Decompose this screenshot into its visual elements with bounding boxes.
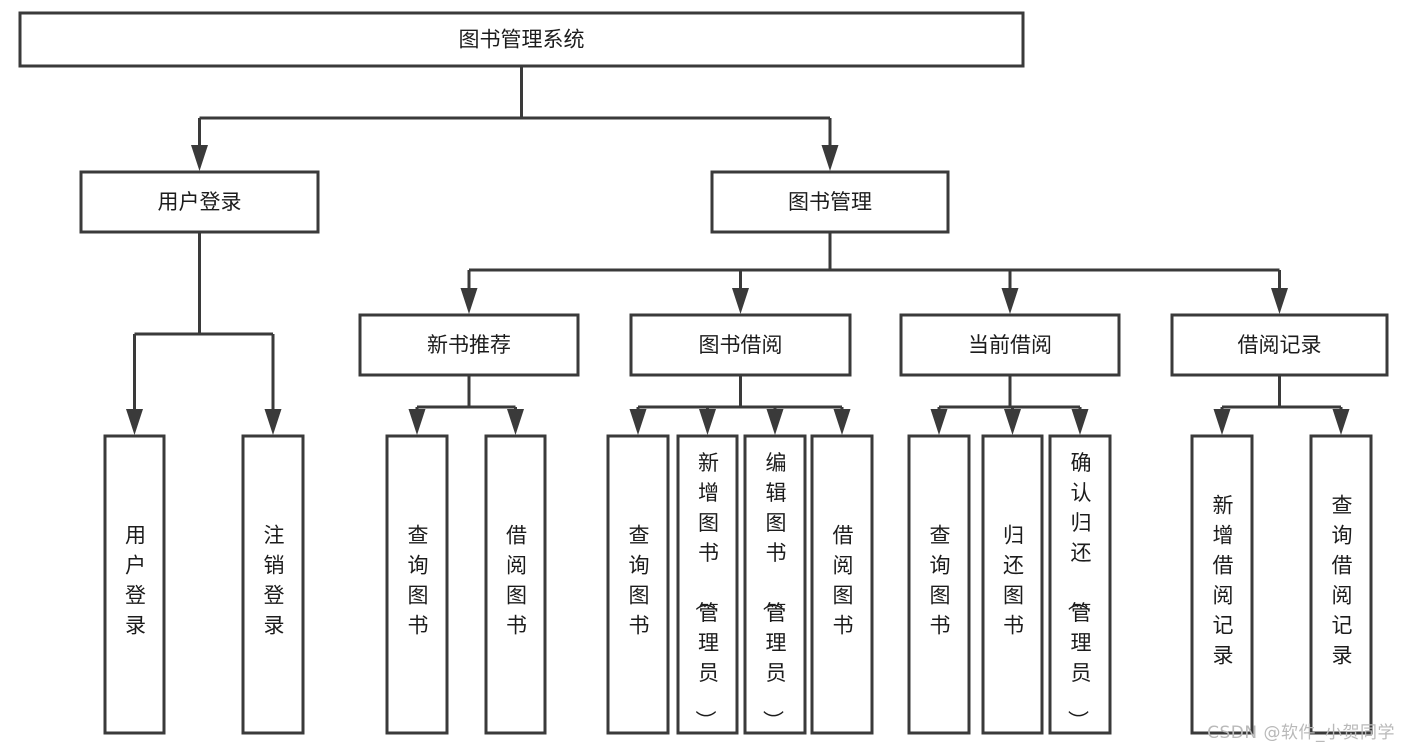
node-label: 归还图书	[1003, 524, 1024, 638]
node-label: 用户登录	[125, 524, 146, 638]
node-book-borrow[interactable]: 图书借阅	[629, 313, 852, 377]
node-leaf-user-login[interactable]: 用户登录	[103, 434, 166, 735]
arrow-head-icon	[833, 409, 851, 435]
node-box[interactable]	[1190, 434, 1254, 735]
node-box[interactable]	[385, 434, 449, 735]
node-leaf-query-record[interactable]: 查询借阅记录	[1309, 434, 1373, 735]
node-label: 新书推荐	[427, 333, 511, 357]
connector-group-user-login	[126, 232, 282, 435]
node-box[interactable]	[899, 313, 1121, 377]
node-box[interactable]	[907, 434, 971, 735]
arrow-head-icon	[264, 409, 282, 435]
node-box[interactable]	[629, 313, 852, 377]
node-label: 确认归还（管理员）	[1066, 451, 1092, 731]
arrow-head-icon	[1004, 409, 1021, 435]
node-leaf-borrow-book-2[interactable]: 借阅图书	[810, 434, 874, 735]
arrow-head-icon	[460, 288, 478, 314]
arrow-head-icon	[766, 409, 784, 435]
connectors-layer	[126, 66, 1350, 435]
node-root[interactable]: 图书管理系统	[18, 11, 1025, 68]
node-box[interactable]	[1048, 434, 1112, 735]
node-label: 借阅记录	[1238, 333, 1322, 357]
node-leaf-query-book-1[interactable]: 查询图书	[385, 434, 449, 735]
node-leaf-edit-book[interactable]: 编辑图书（管理员）	[743, 434, 807, 735]
node-book-manage[interactable]: 图书管理	[710, 170, 950, 234]
node-label: 图书借阅	[699, 333, 783, 357]
connector-group-book-borrow	[629, 375, 851, 435]
node-leaf-borrow-book-1[interactable]: 借阅图书	[484, 434, 547, 735]
node-user-login[interactable]: 用户登录	[79, 170, 320, 234]
connector-group-current-borrow	[930, 375, 1089, 435]
node-label: 注销登录	[264, 524, 285, 638]
node-leaf-logout[interactable]: 注销登录	[241, 434, 305, 735]
node-box[interactable]	[18, 11, 1025, 68]
node-leaf-add-book[interactable]: 新增图书（管理员）	[676, 434, 739, 735]
connector-group-new-book-rec	[408, 375, 524, 435]
node-label: 查询借阅记录	[1332, 494, 1353, 668]
arrow-head-icon	[1071, 409, 1089, 435]
node-label: 图书管理系统	[459, 28, 585, 52]
node-box[interactable]	[1170, 313, 1389, 377]
connector-group-root	[191, 66, 839, 171]
arrow-head-icon	[732, 288, 749, 314]
node-label: 查询图书	[629, 524, 650, 638]
nodes-layer: 图书管理系统用户登录图书管理新书推荐图书借阅当前借阅借阅记录用户登录注销登录查询…	[18, 11, 1389, 735]
csdn-watermark: CSDN @软件_小贺同学	[1207, 723, 1395, 743]
node-borrow-record[interactable]: 借阅记录	[1170, 313, 1389, 377]
arrow-head-icon	[629, 409, 647, 435]
arrow-head-icon	[930, 409, 948, 435]
node-box[interactable]	[743, 434, 807, 735]
arrow-head-icon	[1213, 409, 1231, 435]
node-box[interactable]	[981, 434, 1044, 735]
node-label: 借阅图书	[506, 524, 527, 638]
node-leaf-add-record[interactable]: 新增借阅记录	[1190, 434, 1254, 735]
node-label: 借阅图书	[833, 524, 854, 638]
node-label: 图书管理	[788, 190, 872, 214]
arrow-head-icon	[699, 409, 716, 435]
node-box[interactable]	[358, 313, 580, 377]
node-label: 新增图书（管理员）	[693, 451, 719, 731]
node-box[interactable]	[79, 170, 320, 234]
node-label: 新增借阅记录	[1213, 494, 1234, 668]
connector-group-borrow-record	[1213, 375, 1350, 435]
node-label: 当前借阅	[968, 333, 1052, 357]
arrow-head-icon	[191, 145, 208, 171]
node-box[interactable]	[103, 434, 166, 735]
node-leaf-return-book[interactable]: 归还图书	[981, 434, 1044, 735]
node-current-borrow[interactable]: 当前借阅	[899, 313, 1121, 377]
node-box[interactable]	[676, 434, 739, 735]
node-leaf-query-book-3[interactable]: 查询图书	[907, 434, 971, 735]
arrow-head-icon	[1001, 288, 1019, 314]
node-label: 用户登录	[158, 190, 242, 214]
node-label: 编辑图书（管理员）	[761, 451, 787, 731]
node-leaf-query-book-2[interactable]: 查询图书	[606, 434, 670, 735]
arrow-head-icon	[408, 409, 426, 435]
connector-group-book-manage	[460, 232, 1288, 314]
arrow-head-icon	[126, 409, 143, 435]
node-box[interactable]	[484, 434, 547, 735]
node-leaf-confirm-return[interactable]: 确认归还（管理员）	[1048, 434, 1112, 735]
node-box[interactable]	[241, 434, 305, 735]
node-new-book-rec[interactable]: 新书推荐	[358, 313, 580, 377]
arrow-head-icon	[507, 409, 524, 435]
node-box[interactable]	[810, 434, 874, 735]
arrow-head-icon	[821, 145, 839, 171]
node-box[interactable]	[606, 434, 670, 735]
arrow-head-icon	[1271, 288, 1288, 314]
arrow-head-icon	[1332, 409, 1350, 435]
node-box[interactable]	[1309, 434, 1373, 735]
node-label: 查询图书	[930, 524, 951, 638]
node-label: 查询图书	[408, 524, 429, 638]
node-box[interactable]	[710, 170, 950, 234]
